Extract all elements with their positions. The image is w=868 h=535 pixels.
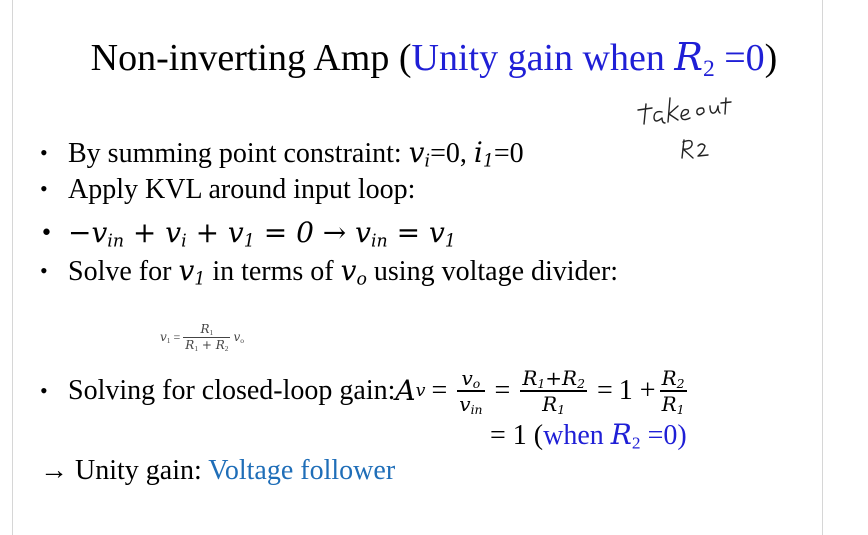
title-main: Non-inverting Amp (	[90, 37, 412, 79]
bullet-dot: •	[40, 221, 53, 246]
bullet-text: in terms of	[205, 256, 341, 287]
eq-sub: 1	[194, 343, 199, 353]
var-sub: o	[356, 269, 367, 290]
bullet-text: Solving for closed-loop gain:	[68, 374, 396, 406]
bullet-kvl: • Apply KVL around input loop:	[40, 172, 415, 207]
eq-sub: 2	[676, 376, 685, 392]
eq-sub: 1	[676, 401, 685, 417]
eq-sub: 1	[209, 327, 214, 337]
eq-part: + v	[124, 216, 182, 249]
eq-sub: 1	[444, 231, 456, 252]
eq-part: R	[661, 391, 677, 416]
eq-part: v	[233, 330, 241, 344]
eq-part: R	[542, 391, 558, 416]
eq-part: −v	[68, 216, 108, 249]
bullet-text: Apply KVL around input loop:	[68, 174, 416, 205]
bullet-dot: •	[40, 140, 48, 165]
var-sub: 1	[482, 151, 494, 172]
var-v: v	[178, 254, 195, 287]
handwritten-note-take-out-r2	[637, 97, 732, 159]
eq-part: v	[461, 366, 473, 390]
eq-part: = 0 → v	[254, 216, 371, 249]
var-i: i	[473, 136, 483, 169]
eq-part: =0)	[640, 420, 687, 451]
bullet-dot: •	[40, 377, 48, 403]
fraction-bar	[659, 390, 687, 392]
bullet-summing-point: •By summing point constraint: vi=0, i1=0	[40, 136, 524, 171]
eq-part: =	[494, 374, 511, 406]
title-tail: =0	[714, 37, 765, 79]
eq-part: A	[395, 373, 416, 407]
voltage-follower-link[interactable]: Voltage follower	[208, 455, 396, 486]
gain-fraction-vo-vin: vo vin	[457, 366, 485, 417]
title-blue: Unity gain when R2 =0	[411, 35, 765, 82]
eq-part: v	[160, 330, 167, 344]
gain-fraction-r-sum: R1+R2 R1	[520, 366, 587, 416]
gain-fraction-r2-r1: R2 R1	[659, 366, 687, 417]
var-sub: i	[424, 151, 431, 172]
eq-part: R	[200, 322, 210, 336]
var-v: v	[408, 136, 425, 169]
fraction-bar	[520, 390, 587, 392]
title-var: R	[674, 35, 703, 79]
eq-sub: 1	[537, 376, 546, 392]
slide-right-border	[822, 0, 823, 535]
eq-sub: 1	[166, 335, 171, 345]
eq-part: R	[522, 366, 538, 390]
eq-part: v	[459, 391, 471, 416]
eq-text: =0,	[430, 138, 474, 169]
conclusion-line: → Unity gain: Voltage follower	[40, 454, 395, 488]
eq-sub: o	[472, 376, 481, 392]
title-sub: 2	[702, 55, 715, 82]
eq-sub: 2	[631, 433, 641, 453]
eq-sub: in	[470, 401, 483, 417]
var-v: v	[340, 254, 357, 287]
bullet-voltage-divider: •Solve for v1 in terms of vo using volta…	[40, 254, 618, 289]
right-arrow-icon: →	[40, 455, 68, 486]
conclusion-text: Unity gain:	[68, 455, 209, 486]
eq-part: R	[610, 418, 632, 451]
unity-gain-condition: = 1 (when R2 =0)	[490, 418, 687, 453]
eq-sub: i	[181, 231, 187, 252]
eq-part: = v	[387, 216, 445, 249]
unity-blue: when R2 =0)	[543, 418, 687, 453]
eq-part: =	[431, 374, 448, 406]
eq-part: when	[543, 420, 611, 451]
eq-sub: o	[240, 335, 244, 345]
eq-sub: 1	[243, 231, 255, 252]
eq-sub: in	[107, 231, 125, 252]
eq-text: =0	[493, 138, 524, 169]
eq-part: +R	[545, 366, 578, 390]
bullet-text: Solve for	[68, 256, 179, 287]
title-close: )	[764, 37, 778, 79]
title-blue-text: Unity gain when	[411, 37, 675, 79]
bullet-text: By summing point constraint:	[68, 138, 409, 169]
bullet-kvl-equation: •−vin + vi + v1 = 0 → vin = v1	[40, 216, 456, 251]
fraction-bar	[457, 390, 485, 392]
fraction-bar	[183, 337, 231, 338]
eq-part: + v	[186, 216, 244, 249]
eq-sub: 1	[557, 401, 566, 417]
bullet-text: using voltage divider:	[366, 256, 619, 287]
eq-part: R	[661, 366, 677, 390]
eq-part: =	[596, 374, 613, 406]
eq-part: 1 +	[618, 374, 656, 406]
voltage-divider-equation: v1 = R1 R1 + R2 vo	[160, 322, 244, 353]
eq-sub: 2	[224, 343, 229, 353]
eq-part: + R	[198, 338, 225, 352]
eq-part: R	[185, 338, 195, 352]
bullet-dot: •	[40, 258, 48, 283]
eq-sub: in	[370, 231, 388, 252]
bullet-dot: •	[40, 176, 48, 201]
slide-title: Non-inverting Amp (Unity gain when R2 =0…	[0, 34, 868, 81]
divider-fraction: R1 R1 + R2	[183, 322, 231, 353]
var-sub: 1	[194, 269, 206, 290]
slide-left-border	[12, 0, 13, 535]
eq-sub: 2	[577, 376, 585, 392]
eq-part: = 1 (	[490, 420, 544, 451]
eq-part: =	[173, 330, 181, 344]
